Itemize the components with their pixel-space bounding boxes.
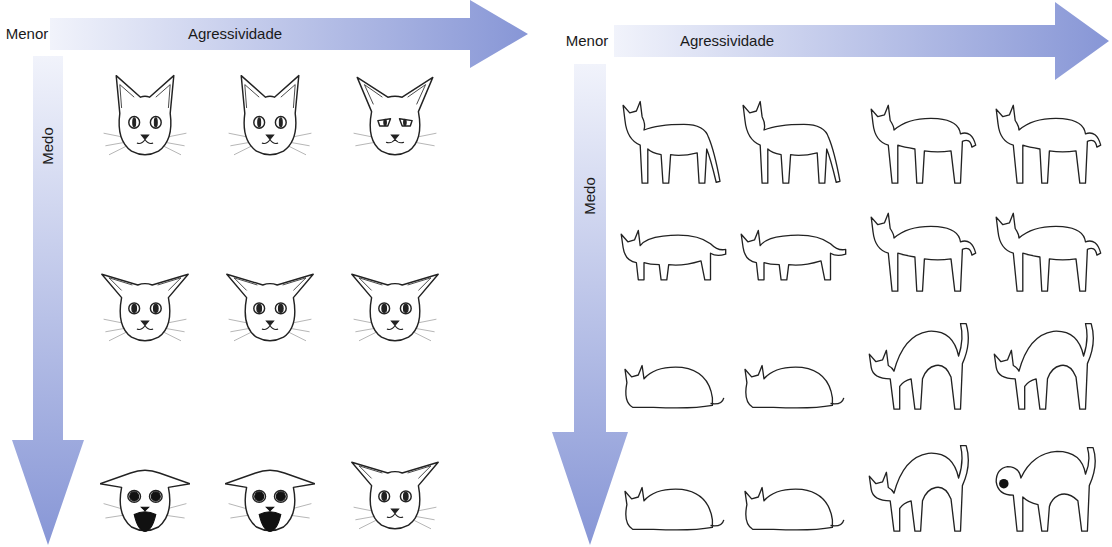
cat-face — [102, 274, 188, 341]
cat-body — [743, 102, 840, 184]
axis-label-holder: Menor — [566, 32, 609, 50]
cat-body — [996, 105, 1100, 183]
cat-face — [225, 470, 315, 531]
cat-body — [745, 366, 844, 408]
axis-label-holder: Agressividade — [680, 32, 774, 50]
axis-label: Agressividade — [188, 25, 282, 43]
axis-label: Medo — [39, 127, 57, 165]
cat-face — [354, 77, 437, 154]
cat-body — [623, 102, 720, 184]
axis-label-holder: Medo — [581, 177, 599, 215]
aggression-arrow — [50, 0, 528, 68]
cat-face — [229, 76, 312, 155]
cat-face — [352, 274, 438, 341]
axis-label-holder: Agressividade — [188, 25, 282, 43]
cat-body — [996, 213, 1100, 291]
cat-body — [625, 366, 724, 408]
axis-label: Menor — [6, 25, 49, 43]
cat-body — [994, 324, 1093, 410]
cat-body — [869, 324, 968, 410]
axis-label-holder: Medo — [39, 127, 57, 165]
cat-face — [104, 76, 187, 155]
axis-label: Menor — [566, 32, 609, 50]
fear-arrow — [12, 56, 84, 545]
cat-body — [871, 213, 976, 291]
axis-label: Medo — [581, 177, 599, 215]
cat-body — [625, 488, 724, 530]
cat-face — [352, 462, 438, 529]
cat-body — [869, 446, 968, 532]
axis-label-holder: Menor — [6, 25, 49, 43]
cat-body — [745, 488, 844, 530]
cat-body — [621, 230, 726, 279]
cat-face — [227, 274, 313, 341]
cat-body — [871, 105, 976, 183]
axis-label: Agressividade — [680, 32, 774, 50]
cat-body — [741, 230, 846, 279]
cat-face — [100, 470, 190, 531]
aggression-arrow — [614, 2, 1109, 80]
fear-arrow — [552, 64, 628, 545]
cat-body — [996, 448, 1095, 532]
